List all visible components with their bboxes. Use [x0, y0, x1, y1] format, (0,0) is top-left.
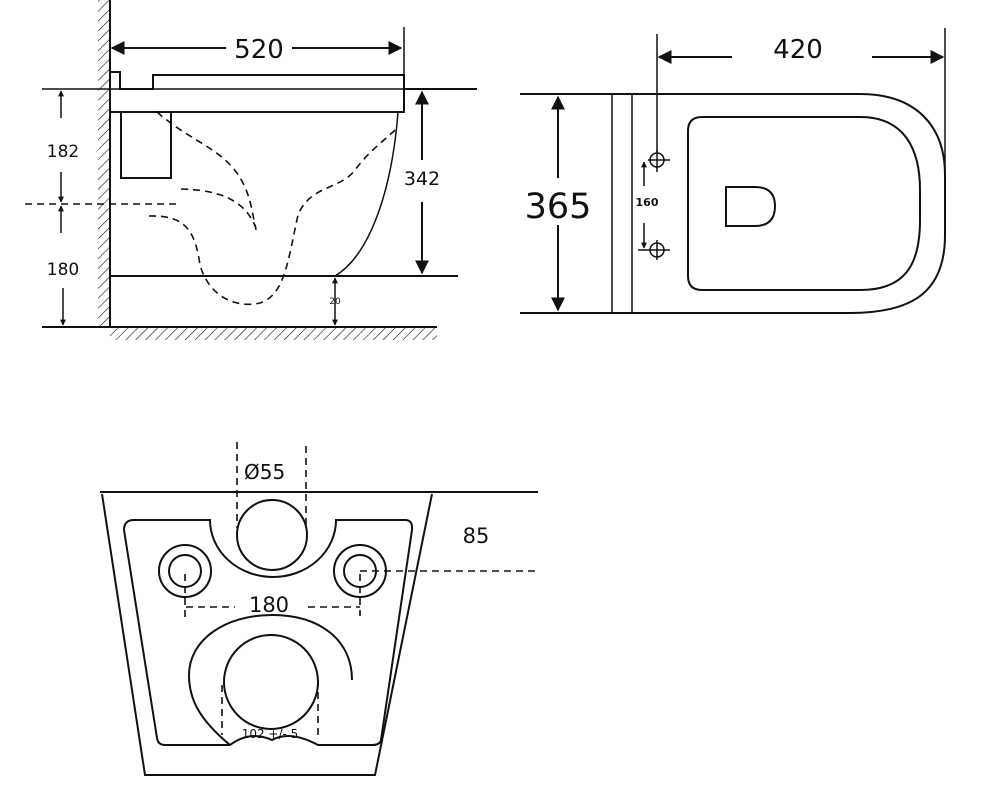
lid-handle: [725, 186, 777, 227]
water-inlet: [236, 499, 308, 571]
upper-offset-label: 182: [47, 142, 79, 162]
bolt-hole-icon: [648, 150, 670, 172]
depth-label: 420: [773, 35, 823, 65]
waste-outlet: [223, 634, 319, 730]
length-label: 520: [234, 35, 284, 65]
trap-curve-2: [148, 129, 396, 306]
bolt-hole-left: [168, 554, 202, 588]
inlet-diameter-label: Ø55: [244, 460, 285, 484]
height-label: 342: [404, 168, 440, 190]
bolt-spacing-label: 160: [636, 196, 659, 209]
floor-hatch: [110, 328, 437, 340]
bowl-outline: [334, 111, 399, 277]
wall-hatch: [98, 0, 110, 327]
seat-lid-outline: [687, 116, 921, 291]
trap-curve-1b: [180, 188, 257, 229]
rear-view: Ø55 85 180 102 +/- 5: [100, 442, 538, 776]
floor-gap-label: 20: [329, 297, 341, 307]
outlet-outer: [187, 613, 353, 746]
outlet-diameter-label: 102 +/- 5: [242, 727, 299, 741]
side-view: 520 342 182 180 20: [25, 0, 477, 340]
bolt-spacing-label: 180: [249, 593, 289, 617]
rear-outline: [101, 493, 433, 776]
mounting-block: [120, 111, 172, 179]
bolt-ring-left: [158, 544, 212, 598]
bolt-hole-icon: [638, 240, 670, 260]
rear-inner-outline: [122, 519, 414, 746]
seat-profile: [110, 71, 405, 113]
trap-curve-1: [156, 111, 257, 231]
top-view: 365 160 420: [520, 28, 946, 314]
lower-offset-label: 180: [47, 260, 79, 280]
bolt-height-label: 85: [463, 524, 490, 548]
bowl-top-outline: [632, 93, 946, 314]
width-label: 365: [525, 187, 592, 227]
